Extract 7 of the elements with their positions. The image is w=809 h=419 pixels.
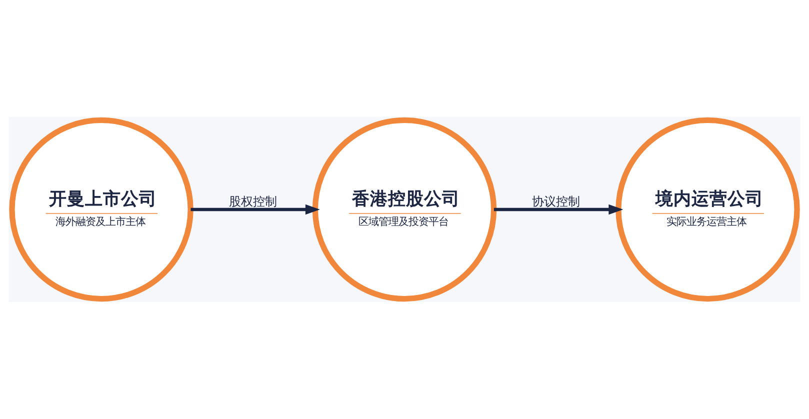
node-circle: 开曼上市公司 海外融资及上市主体	[9, 117, 194, 302]
edge-label: 协议控制	[532, 194, 580, 208]
edge-label: 股权控制	[228, 194, 277, 208]
arrow	[494, 204, 624, 215]
node-circle: 香港控股公司 区域管理及投资平台	[312, 117, 497, 302]
node-circle: 境内运营公司 实际业务运营主体	[616, 117, 800, 302]
arrow	[190, 204, 320, 215]
